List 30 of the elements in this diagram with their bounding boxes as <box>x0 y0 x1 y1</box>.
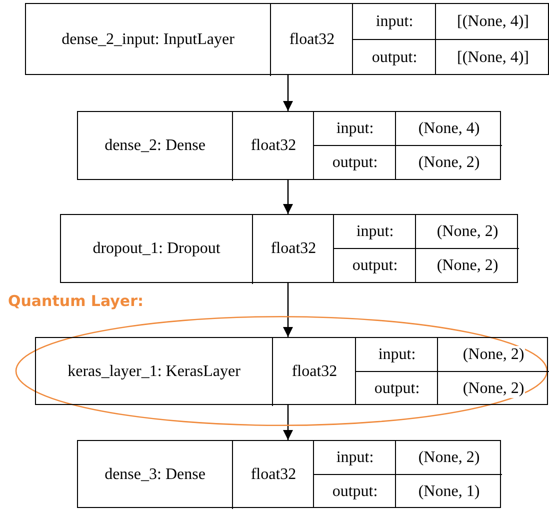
shape-value: [(None, 4)] <box>456 12 530 30</box>
shape-value: (None, 2) <box>436 257 500 275</box>
port-label: input: <box>355 222 395 240</box>
shape-value: (None, 2) <box>462 380 526 398</box>
shape-value: (None, 2) <box>436 222 500 240</box>
layer-name: dense_2: Dense <box>104 137 206 155</box>
shape-value: (None, 1) <box>417 482 481 500</box>
layer-box <box>77 111 501 180</box>
layer-box <box>77 440 501 508</box>
arrow <box>283 405 293 440</box>
shape-value: (None, 2) <box>462 346 526 364</box>
shape-value: (None, 4) <box>417 120 481 138</box>
port-label: input: <box>374 12 414 30</box>
layer-box <box>35 337 548 405</box>
annotation-label: Quantum Layer: <box>8 292 144 310</box>
arrow <box>283 75 293 111</box>
layer-box <box>25 3 549 75</box>
port-label: input: <box>377 346 417 364</box>
shape-value: [(None, 4)] <box>456 48 530 66</box>
layer-box <box>60 214 518 283</box>
port-label: input: <box>335 120 375 138</box>
layer-name: dropout_1: Dropout <box>92 240 222 258</box>
layer-name: dense_2_input: InputLayer <box>60 30 236 48</box>
layer-name: keras_layer_1: KerasLayer <box>66 362 242 380</box>
arrow <box>283 283 293 337</box>
layer-name: dense_3: Dense <box>104 466 206 484</box>
shape-value: (None, 2) <box>417 448 481 466</box>
arrow <box>283 180 293 214</box>
shape-value: (None, 2) <box>417 154 481 172</box>
port-label: input: <box>335 448 375 466</box>
